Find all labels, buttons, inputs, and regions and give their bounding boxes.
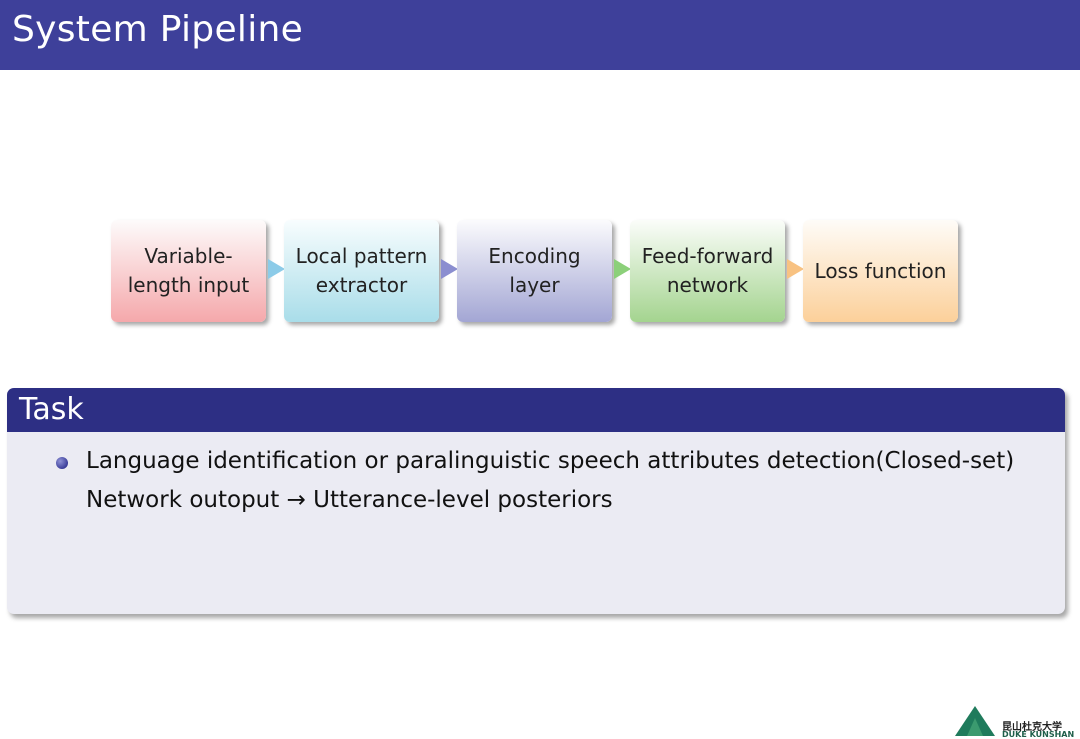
arrow-right-icon (614, 259, 631, 279)
pipeline-step-label: layer (509, 273, 560, 297)
pipeline-step-label: Encoding (488, 244, 581, 268)
logo-cn-text: 昆山杜克大学 (1002, 722, 1062, 733)
arrow-right-icon (787, 259, 804, 279)
task-block-title: Task (19, 392, 84, 427)
task-bullet-text: Language identification or paralinguisti… (86, 448, 1015, 474)
arrow-right-icon (268, 259, 285, 279)
pipeline-step-label: extractor (315, 273, 408, 297)
pipeline-step-encoding-layer: Encoding layer (457, 220, 612, 322)
bullet-icon (56, 457, 68, 469)
task-bullet-continuation: Network outoput → Utterance-level poster… (86, 487, 613, 513)
pipeline-step-label: length input (127, 273, 250, 297)
task-block-header: Task (7, 388, 1065, 432)
pipeline-step-label: Loss function (814, 258, 947, 283)
slide-title: System Pipeline (12, 9, 304, 50)
pipeline-step-variable-length-input: Variable- length input (111, 220, 266, 322)
pipeline-step-label: Feed-forward (641, 244, 774, 268)
task-block: Task Language identification or paraling… (7, 388, 1065, 614)
arrow-right-icon (441, 259, 458, 279)
pipeline-step-local-pattern-extractor: Local pattern extractor (284, 220, 439, 322)
logo-en-text: DUKE KUNSHAN (1002, 730, 1075, 739)
logo-mark-inner (967, 718, 983, 736)
pipeline-step-label: Local pattern (295, 244, 428, 268)
pipeline-step-loss-function: Loss function (803, 220, 958, 322)
pipeline-step-feed-forward-network: Feed-forward network (630, 220, 785, 322)
pipeline-step-label: Variable- (144, 244, 233, 268)
duke-kunshan-logo: 昆山杜克大学 DUKE KUNSHAN (955, 706, 1080, 739)
title-bar: System Pipeline (0, 0, 1080, 70)
pipeline-step-label: network (666, 273, 749, 297)
